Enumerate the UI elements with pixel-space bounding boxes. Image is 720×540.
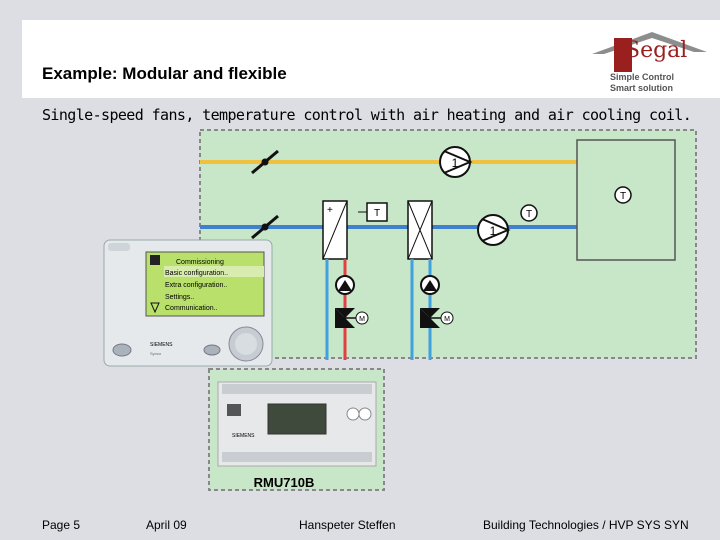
controller-display [267, 403, 327, 435]
supply-sensor-label: T [526, 209, 532, 220]
menu-item-basic-config: Basic configuration.. [165, 270, 228, 277]
operator-brand: SIEMENS [150, 342, 173, 348]
cooling-valve-icon: M [420, 308, 454, 328]
subtitle: Single-speed fans, temperature control w… [42, 106, 692, 124]
controller-unit: SIEMENS RMU710B [208, 368, 385, 491]
footer-date: April 09 [146, 518, 187, 532]
operator-model: Synco [150, 351, 162, 356]
menu-item-extra-config: Extra configuration.. [165, 282, 227, 289]
header-bar: Example: Modular and flexible Segal Simp… [22, 20, 720, 98]
menu-item-communication: Communication.. [165, 305, 218, 312]
room-box [576, 139, 676, 261]
heating-coil-sign: + [327, 205, 333, 216]
fan-bottom-label: 1 [490, 224, 497, 238]
supply-sensor-icon: T [520, 204, 538, 222]
logo-word: Segal [625, 38, 688, 63]
logo-roof-icon [592, 32, 707, 72]
controller-model: RMU710B [254, 475, 315, 490]
logo-tagline-1: Simple Control [610, 72, 675, 82]
menu-item-commissioning: Commissioning [176, 259, 224, 266]
operator-display [145, 251, 265, 317]
room-sensor-icon: T [614, 186, 632, 204]
fan-bottom-icon: 1 [477, 214, 511, 246]
coil-sensor-icon: T [358, 202, 388, 222]
fan-top-icon: 1 [439, 146, 473, 178]
cooling-coil [407, 200, 433, 260]
heating-coil: + [322, 200, 348, 260]
coil-sensor-label: T [374, 208, 380, 219]
room-sensor-label: T [620, 191, 626, 202]
controller-brand: SIEMENS [232, 433, 255, 439]
footer-page: Page 5 [42, 518, 81, 532]
fan-top-label: 1 [452, 156, 459, 170]
logo-tagline-2: Smart solution [610, 83, 674, 93]
footer-dept: Building Technologies / HVP SYS SYN [483, 518, 689, 532]
cooling-pump-icon [420, 275, 440, 295]
heating-pump-icon [335, 275, 355, 295]
menu-item-settings: Settings.. [165, 294, 194, 301]
heating-valve-icon: M [335, 308, 369, 328]
page-title: Example: Modular and flexible [42, 64, 287, 83]
scroll-down-icon [150, 302, 160, 314]
ok-button [203, 344, 221, 356]
esc-button [112, 343, 132, 357]
segal-logo: Segal Simple Control Smart solution [582, 26, 712, 96]
operator-unit: Commissioning Basic configuration.. Extr… [103, 239, 273, 367]
cooling-valve-label: M [444, 316, 450, 323]
footer-author: Hanspeter Steffen [299, 518, 396, 532]
heating-valve-label: M [359, 316, 365, 323]
